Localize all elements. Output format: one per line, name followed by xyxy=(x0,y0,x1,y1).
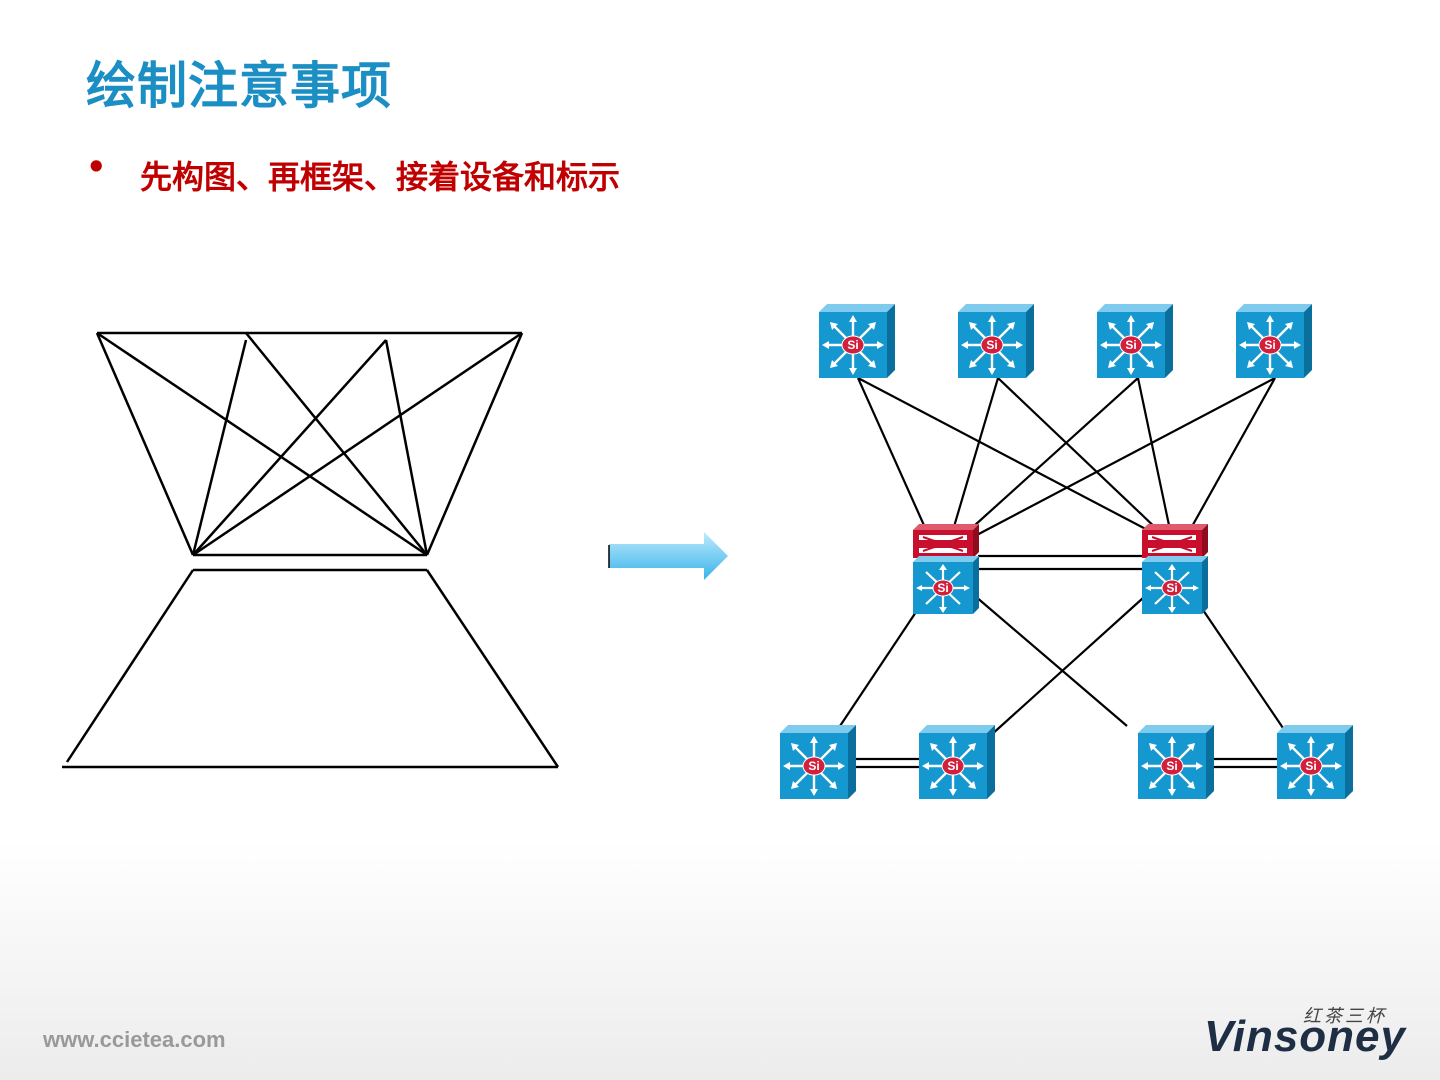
switch-top-3: Si xyxy=(1095,302,1175,380)
switch-top-4: Si xyxy=(1234,302,1314,380)
sketch-figure xyxy=(62,331,560,769)
switch-bottom-2: Si xyxy=(917,723,997,801)
switch-top-1: Si xyxy=(817,302,897,380)
switch-bottom-1: Si xyxy=(778,723,858,801)
switch-bottom-4: Si xyxy=(1275,723,1355,801)
switch-badge: Si xyxy=(937,581,948,595)
switch-badge: Si xyxy=(1166,759,1177,773)
logo-chinese-text: 红茶三杯 xyxy=(1303,1006,1387,1027)
bullet-dot-icon: • xyxy=(86,148,107,186)
core-switch-left: Si xyxy=(911,523,981,616)
switch-bottom-3: Si xyxy=(1136,723,1216,801)
switch-badge: Si xyxy=(986,338,997,352)
switch-badge: Si xyxy=(808,759,819,773)
switch-badge: Si xyxy=(847,338,858,352)
core-switch-right: Si xyxy=(1140,523,1210,616)
right-arrow-icon xyxy=(608,532,728,580)
switch-badge: Si xyxy=(1264,338,1275,352)
network-links xyxy=(839,377,1284,769)
bullet-text: 先构图、再框架、接着设备和标示 xyxy=(140,158,621,196)
footer-url: www.ccietea.com xyxy=(43,1027,226,1052)
switch-badge: Si xyxy=(1166,581,1177,595)
switch-badge: Si xyxy=(1305,759,1316,773)
slide-title: 绘制注意事项 xyxy=(86,57,392,115)
switch-top-2: Si xyxy=(956,302,1036,380)
logo-brand-text: Vinsoney xyxy=(1204,1012,1406,1061)
switch-badge: Si xyxy=(947,759,958,773)
switch-badge: Si xyxy=(1125,338,1136,352)
